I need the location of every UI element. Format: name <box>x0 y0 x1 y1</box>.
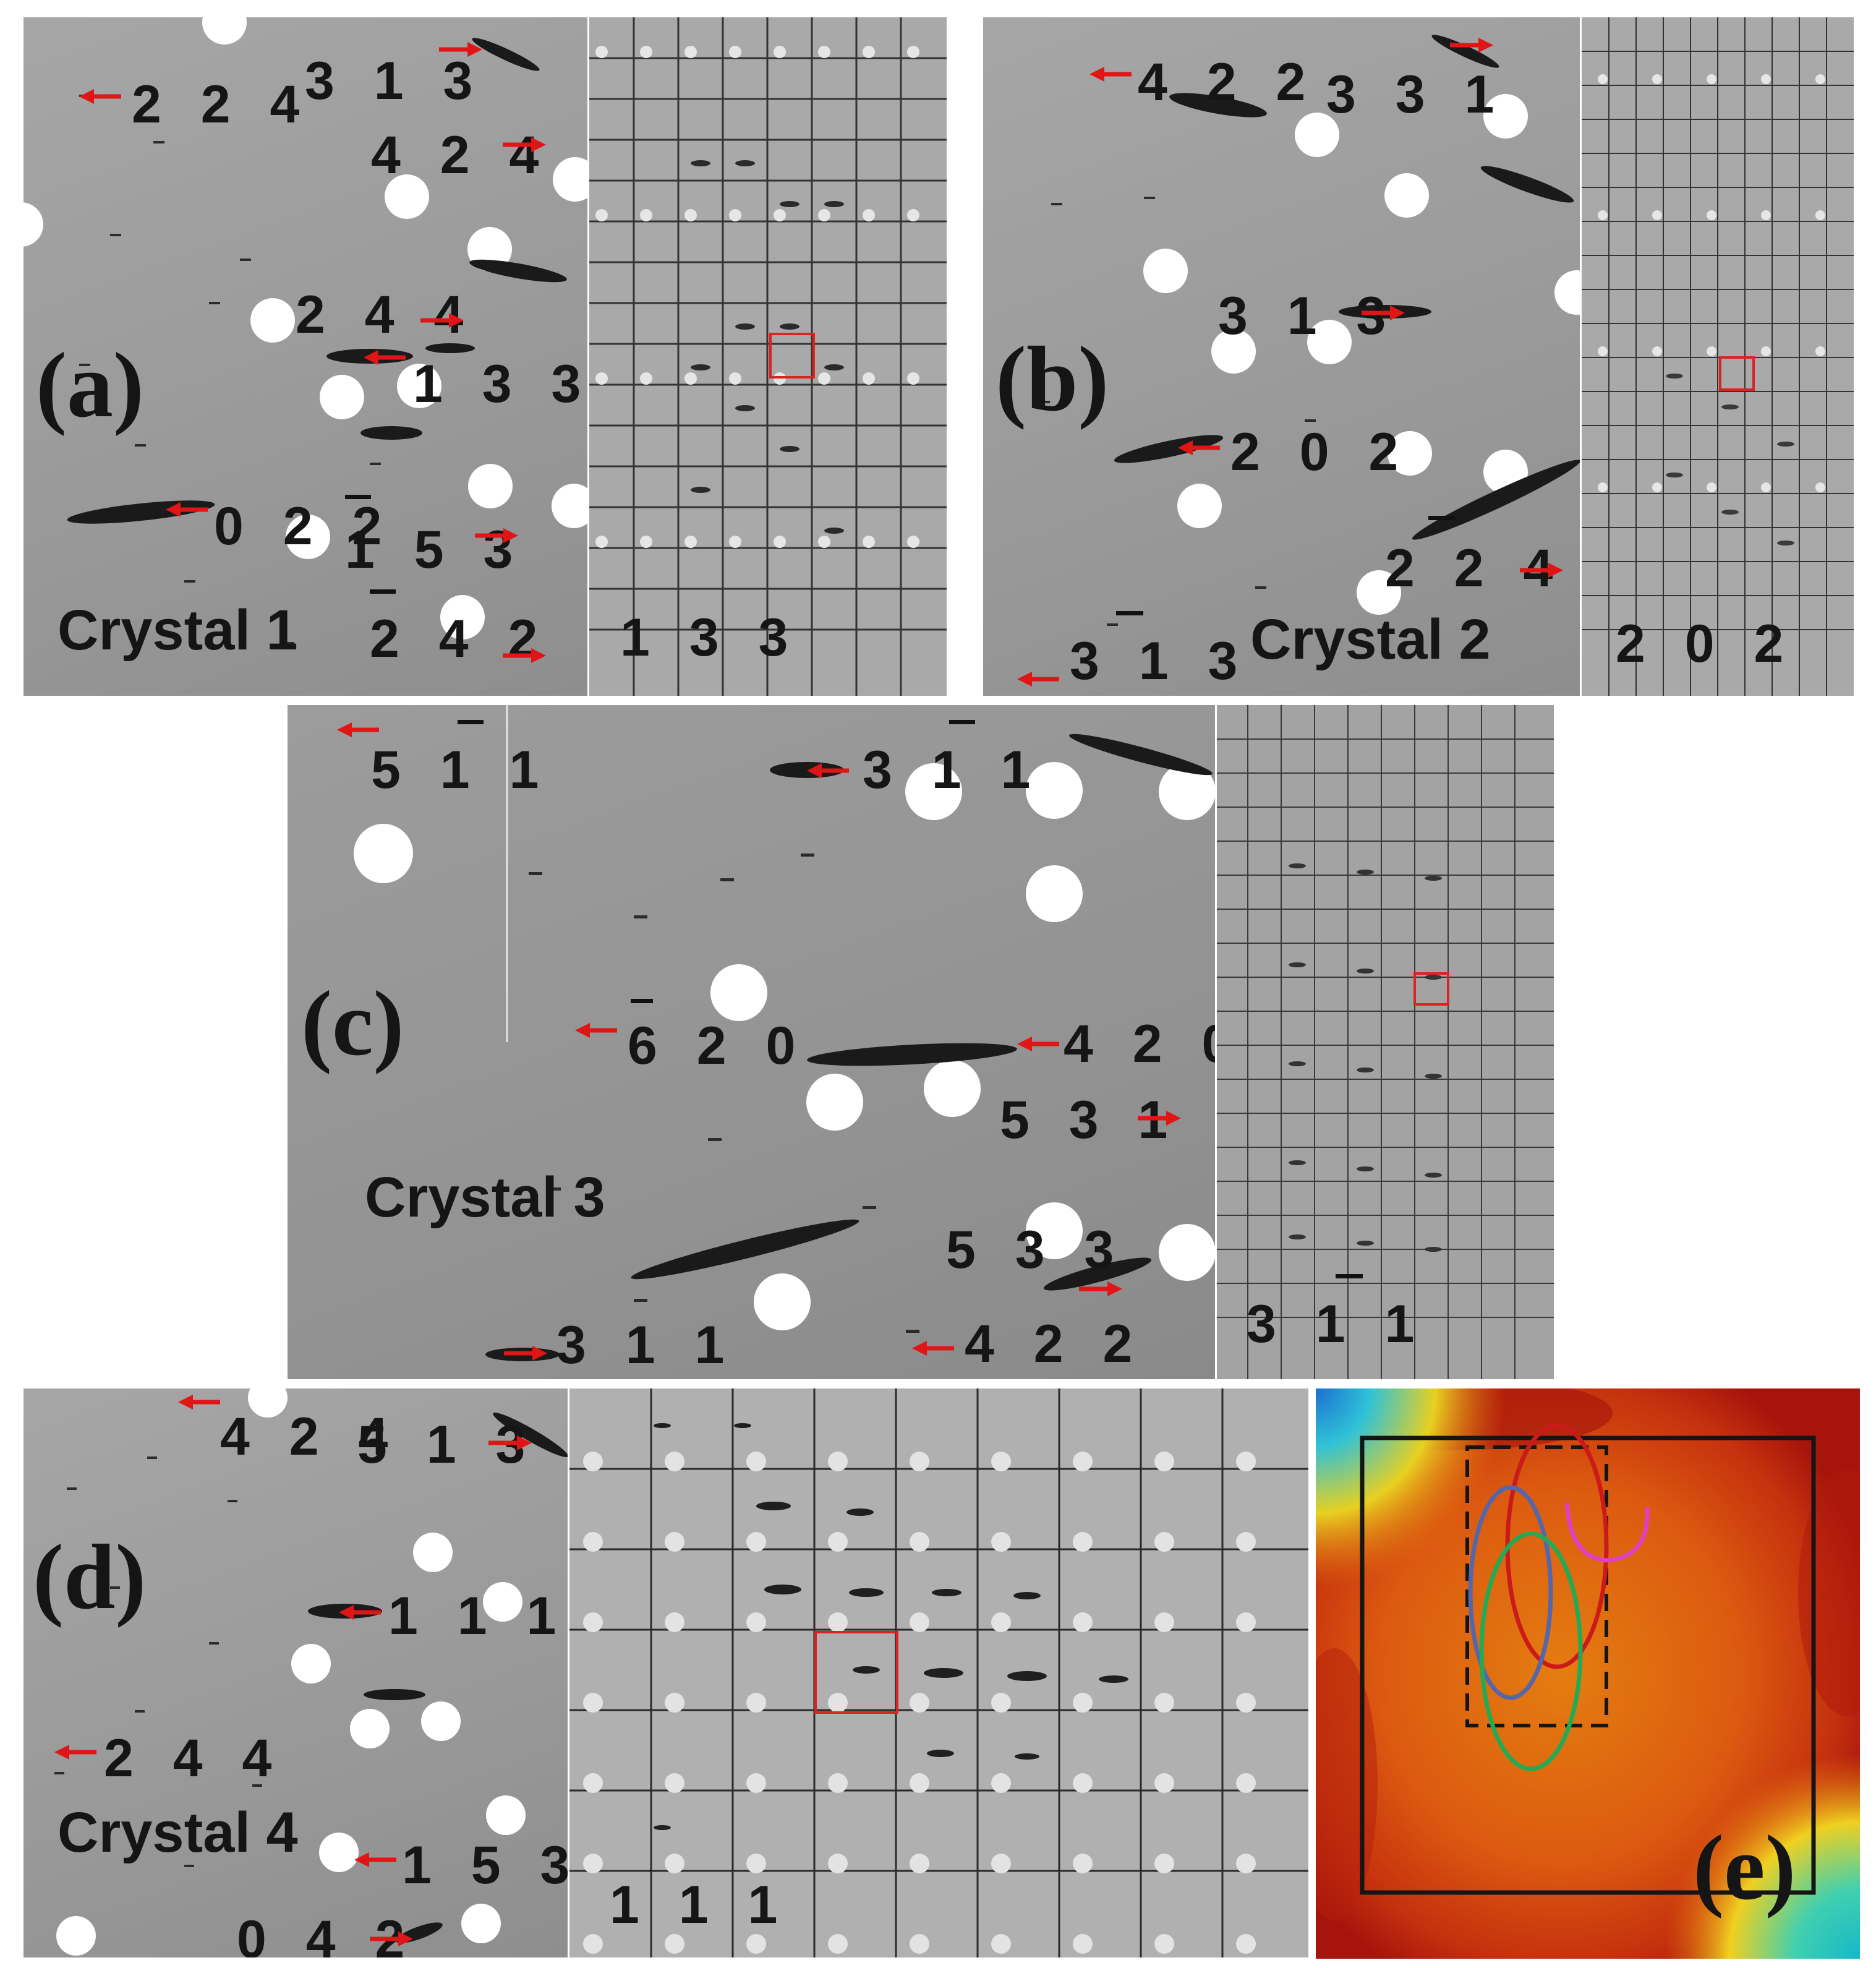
reflection-label: 3 1 1 <box>556 1316 737 1375</box>
reflection-label: 4 2 2 <box>965 1314 1145 1374</box>
panel-b-mosaic: 2 0 2 <box>1580 17 1854 696</box>
reflection-label: 1 1 1 <box>388 1586 568 1646</box>
panel-d-mosaic-label: 1 1 1 <box>610 1875 790 1935</box>
panel-a-diffraction-pattern <box>23 17 587 644</box>
panel-d-label: (d) <box>33 1526 147 1628</box>
panel-e-intensity-map <box>1316 1388 1860 1959</box>
overbar <box>1336 1274 1363 1278</box>
overbar <box>1428 516 1456 520</box>
reflection-label: 4 2 4 <box>371 126 552 185</box>
panel-d-diffraction-pattern <box>54 1388 568 1956</box>
highlight-box <box>1719 356 1755 391</box>
panel-c-diffraction-pattern <box>354 705 1215 1361</box>
reflection-label: 3 3 1 <box>1326 65 1507 124</box>
reflection-label: 0 4 2 <box>237 1910 417 1957</box>
panel-b-label: (b) <box>996 328 1109 430</box>
panel-c-crystal-name: Crystal 3 <box>365 1166 605 1229</box>
reflection-label: 3 1 3 <box>1218 286 1399 346</box>
panel-b-detector-image: (b) Crystal 2 4 2 2 3 3 1 3 1 3 2 0 2 2 … <box>983 17 1580 696</box>
reflection-label: 2 0 2 <box>1230 422 1411 482</box>
panel-a-mosaic: 1 3 3 <box>587 17 947 696</box>
reflection-label: 6 2 0 <box>628 1016 808 1076</box>
reflection-label: 2 4 4 <box>296 285 476 344</box>
panel-c-label: (c) <box>301 972 404 1075</box>
reflection-label: 4 2 2 <box>1138 53 1318 112</box>
panel-e-label: (e) <box>1693 1816 1796 1919</box>
highlight-box <box>1413 972 1449 1006</box>
panel-c-mosaic: 3 1 1 <box>1215 705 1554 1379</box>
reflection-label: 0 2 2 <box>214 497 394 556</box>
panel-c-detector-image: (c) Crystal 3 5 1 1 3 1 1 6 2 0 4 2 0 5 … <box>288 705 1215 1379</box>
reflection-label: 1 5 3 <box>345 520 526 580</box>
overbar <box>949 720 975 724</box>
reflection-label: 1 3 3 <box>413 354 587 414</box>
panel-d-detector-image: (d) Crystal 4 4 2 4 5 1 3 1 1 1 2 4 4 1 … <box>23 1388 568 1957</box>
reflection-label: 2 4 4 <box>104 1729 284 1788</box>
reflection-label: 3 1 1 <box>863 740 1043 800</box>
reflection-label: 5 1 1 <box>371 740 552 800</box>
mosaic-grid <box>1217 705 1554 1379</box>
reflection-label: 1 5 3 <box>402 1836 568 1895</box>
reflection-label: 4 2 0 <box>1064 1014 1215 1074</box>
panel-d-mosaic: 1 1 1 <box>568 1388 1308 1957</box>
overbar <box>345 495 371 499</box>
overbar <box>458 720 484 724</box>
panel-c-mosaic-label: 3 1 1 <box>1247 1294 1427 1354</box>
overbar <box>1116 611 1143 615</box>
panel-e-heatmap: (e) <box>1316 1388 1860 1959</box>
panel-a-label: (a) <box>36 334 144 437</box>
overbar <box>370 589 396 594</box>
mosaic-grid <box>589 17 947 696</box>
panel-d-crystal-name: Crystal 4 <box>58 1801 298 1864</box>
panel-b-crystal-name: Crystal 2 <box>1250 608 1491 671</box>
reflection-label: 2 2 4 <box>132 75 312 134</box>
highlight-box <box>769 333 815 379</box>
reflection-label: 5 3 3 <box>946 1220 1127 1280</box>
panel-a-crystal-name: Crystal 1 <box>58 599 298 662</box>
highlight-box <box>814 1631 898 1714</box>
mosaic-grid <box>569 1388 1308 1957</box>
panel-b-mosaic-label: 2 0 2 <box>1616 614 1796 674</box>
reflection-label: 4 2 4 <box>220 1407 401 1466</box>
mosaic-grid <box>1582 17 1854 696</box>
reflection-label: 3 1 3 <box>305 51 485 111</box>
overbar <box>631 999 653 1003</box>
reflection-label: 3 1 3 <box>1070 631 1250 691</box>
panel-a-mosaic-label: 1 3 3 <box>620 608 801 667</box>
panel-a-detector-image: (a) Crystal 1 2 2 4 3 1 3 4 2 4 2 4 4 1 … <box>23 17 587 696</box>
scan-area-box <box>1360 1435 1816 1895</box>
